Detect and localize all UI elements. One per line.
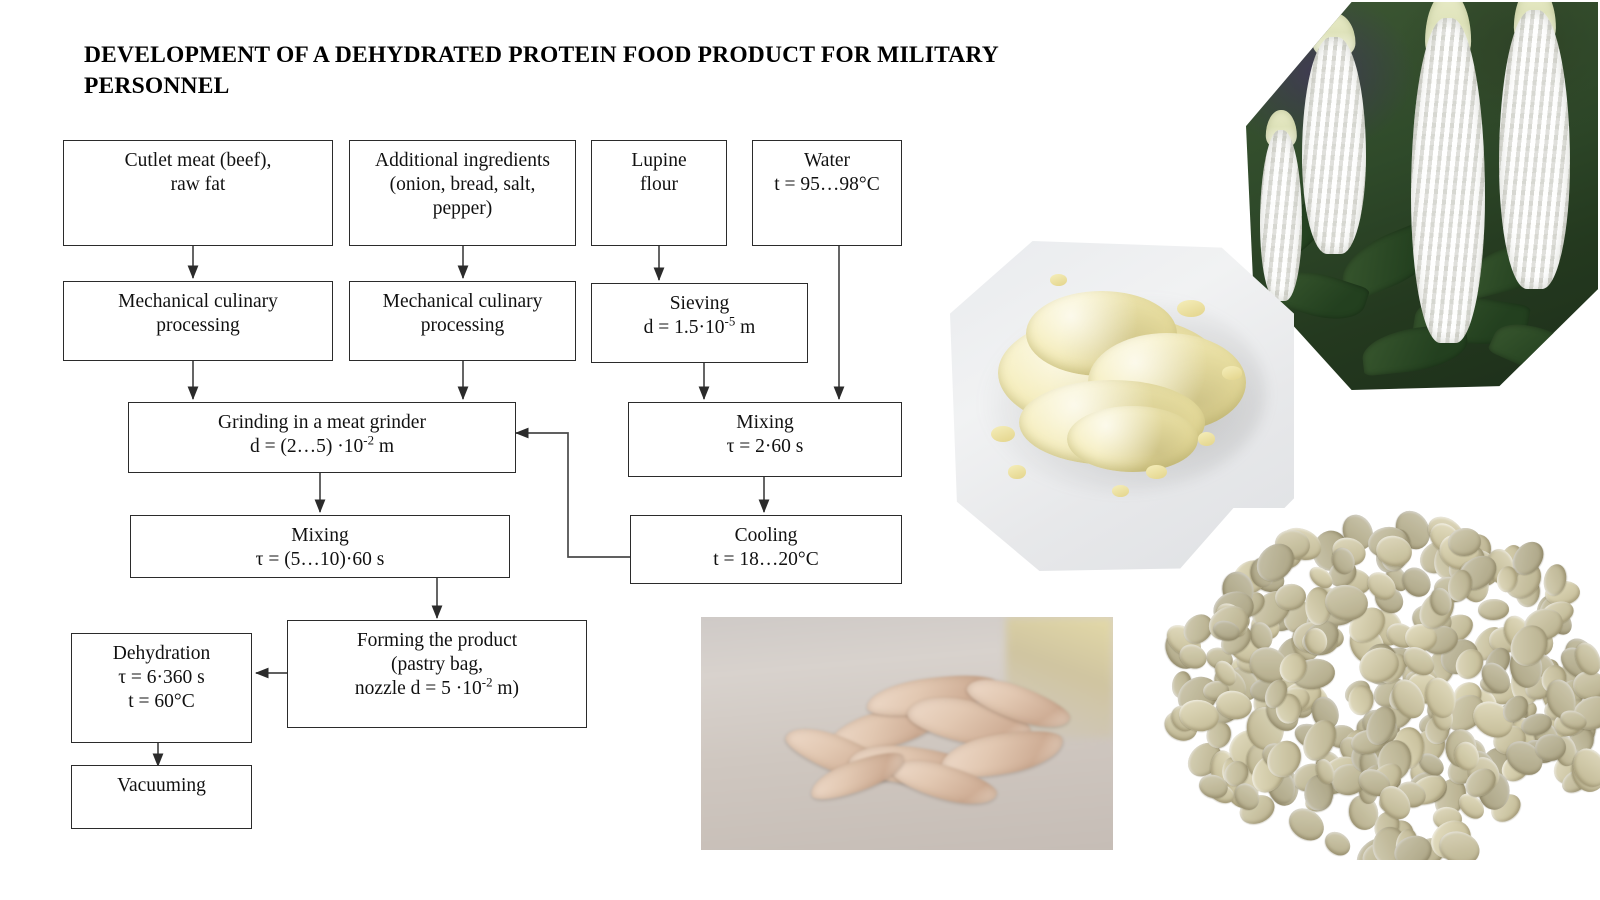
- flow-box-mixing-left[interactable]: Mixing τ = (5…10)·60 s: [130, 515, 510, 578]
- grinding-d-unit: m: [374, 435, 395, 457]
- mixing-left-line-1: Mixing: [291, 525, 349, 546]
- forming-nozzle-unit: m): [492, 677, 520, 699]
- lupine-flour-line-1: Lupine: [631, 150, 687, 171]
- flow-box-sieving[interactable]: Sieving d = 1.5·10-5 m: [591, 283, 808, 363]
- mcp2-line-2: processing: [420, 314, 505, 336]
- mixing-right-line-2: τ = 2·60 s: [726, 435, 804, 457]
- dried-product-photo: [701, 617, 1113, 850]
- flow-box-cutlet-meat[interactable]: Cutlet meat (beef), raw fat: [63, 140, 333, 246]
- lupine-flowers-photo: [1246, 2, 1598, 390]
- grinding-d-value: d = (2…5) ·10: [249, 435, 364, 457]
- flow-box-forming[interactable]: Forming the product (pastry bag, nozzle …: [287, 620, 587, 728]
- lupine-spike-center: [1411, 2, 1486, 344]
- cutlet-meat-line-1: Cutlet meat (beef),: [124, 150, 272, 171]
- mixing-left-line-2: τ = (5…10)·60 s: [255, 548, 385, 570]
- lupine-flour-line-2: flour: [640, 173, 678, 195]
- sieving-line-2: d = 1.5·10-5 m: [643, 314, 756, 340]
- forming-nozzle-exponent: -2: [481, 675, 493, 690]
- lupine-bean: [1478, 598, 1510, 620]
- forming-line-3: nozzle d = 5 ·10-2 m): [354, 675, 520, 701]
- dehydration-line-3: t = 60°C: [128, 690, 195, 712]
- forming-line-2: (pastry bag,: [390, 653, 484, 675]
- mcp1-line-1: Mechanical culinary: [118, 291, 278, 312]
- lupine-spike-left-small: [1260, 109, 1303, 301]
- dehydration-line-1: Dehydration: [112, 643, 211, 664]
- lupine-spike-left: [1302, 13, 1366, 255]
- grinding-d-exponent: -2: [363, 433, 375, 448]
- flow-box-water[interactable]: Water t = 95…98°C: [752, 140, 902, 246]
- flow-box-dehydration[interactable]: Dehydration τ = 6·360 s t = 60°C: [71, 633, 252, 743]
- sieving-d-exponent: -5: [724, 314, 736, 329]
- mixing-right-line-1: Mixing: [736, 412, 794, 433]
- water-line-2: t = 95…98°C: [774, 173, 880, 195]
- wire-cooling-to-grinding: [514, 427, 630, 558]
- flow-box-additional-ingredients[interactable]: Additional ingredients (onion, bread, sa…: [349, 140, 576, 246]
- cooling-line-2: t = 18…20°C: [713, 548, 819, 570]
- additional-line-1: Additional ingredients: [375, 150, 550, 171]
- flowchart-connectors: [152, 246, 845, 768]
- page-title: DEVELOPMENT OF A DEHYDRATED PROTEIN FOOD…: [84, 42, 999, 100]
- sieving-d-value: d = 1.5·10: [643, 316, 725, 338]
- additional-line-2: (onion, bread, salt,: [389, 173, 536, 195]
- flow-box-mechanical-culinary-processing-1[interactable]: Mechanical culinary processing: [63, 281, 333, 361]
- lupine-bean: [1320, 827, 1355, 860]
- water-line-1: Water: [803, 150, 851, 171]
- forming-nozzle-value: nozzle d = 5 ·10: [354, 677, 482, 699]
- cooling-line-1: Cooling: [734, 525, 798, 546]
- additional-line-3: pepper): [432, 197, 493, 219]
- flow-box-vacuuming[interactable]: Vacuuming: [71, 765, 252, 829]
- vacuuming-line-1: Vacuuming: [117, 775, 206, 796]
- cutlet-meat-line-2: raw fat: [170, 173, 226, 195]
- flow-box-lupine-flour[interactable]: Lupine flour: [591, 140, 727, 246]
- forming-line-1: Forming the product: [356, 630, 518, 651]
- mcp1-line-2: processing: [156, 314, 240, 336]
- mcp2-line-1: Mechanical culinary: [382, 291, 543, 312]
- grinding-line-2: d = (2…5) ·10-2 m: [249, 433, 395, 459]
- lupine-beans-photo: [1153, 508, 1600, 860]
- dehydration-line-2: τ = 6·360 s: [118, 666, 205, 688]
- sieving-line-1: Sieving: [669, 293, 730, 314]
- process-flowchart: Cutlet meat (beef), raw fat Additional i…: [63, 140, 902, 829]
- flow-box-mixing-right[interactable]: Mixing τ = 2·60 s: [628, 402, 902, 477]
- flow-box-grinding[interactable]: Grinding in a meat grinder d = (2…5) ·10…: [128, 402, 516, 473]
- lupine-spike-right: [1499, 2, 1570, 290]
- flow-box-cooling[interactable]: Cooling t = 18…20°C: [630, 515, 902, 584]
- grinding-line-1: Grinding in a meat grinder: [218, 412, 426, 433]
- sieving-d-unit: m: [735, 316, 756, 338]
- flow-box-mechanical-culinary-processing-2[interactable]: Mechanical culinary processing: [349, 281, 576, 361]
